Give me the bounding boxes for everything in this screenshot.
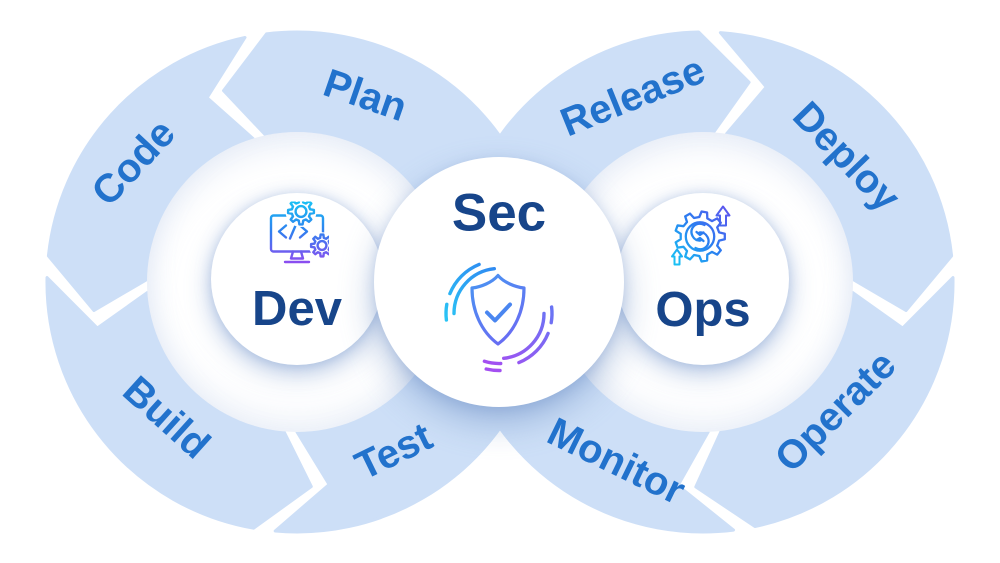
up-arrow-icon (715, 205, 731, 227)
gear-knockout (308, 232, 336, 259)
shield-check-arcs-icon (444, 262, 554, 373)
gear-chain-arrows-icon (671, 205, 731, 266)
shield-arc (484, 367, 502, 373)
main-gear-icon (674, 210, 726, 263)
ops-icon-wrap (671, 201, 735, 274)
top-gear-hub (294, 204, 308, 219)
link-tick-lower (695, 236, 705, 243)
gear-knockout (285, 196, 317, 227)
shield-arc (452, 267, 496, 316)
dev-icon-wrap (265, 196, 336, 273)
monitor-code-gears-icon (269, 196, 336, 264)
main-gear-hub (684, 221, 716, 252)
shield-arc (549, 305, 554, 325)
dev-label: Dev (252, 282, 342, 336)
shield-arc (502, 311, 546, 360)
monitor-stand (289, 250, 305, 260)
sec-icon-wrap (437, 254, 561, 383)
link-tick-upper (695, 230, 705, 237)
sec-circle (374, 157, 624, 407)
top-gear-icon (286, 197, 316, 226)
corner-gear-icon (309, 233, 335, 258)
ops-label: Ops (655, 283, 751, 337)
shield-arc (448, 262, 481, 296)
shield-outline (470, 273, 526, 346)
sec-label: Sec (451, 183, 547, 243)
shield-arc (444, 302, 449, 322)
shield-arc (517, 331, 550, 365)
code-brackets-glyph (277, 223, 309, 240)
check-mark (485, 302, 512, 323)
shield-arc (482, 359, 503, 366)
corner-gear-hub (316, 239, 328, 252)
up-arrow-icon (671, 248, 683, 266)
